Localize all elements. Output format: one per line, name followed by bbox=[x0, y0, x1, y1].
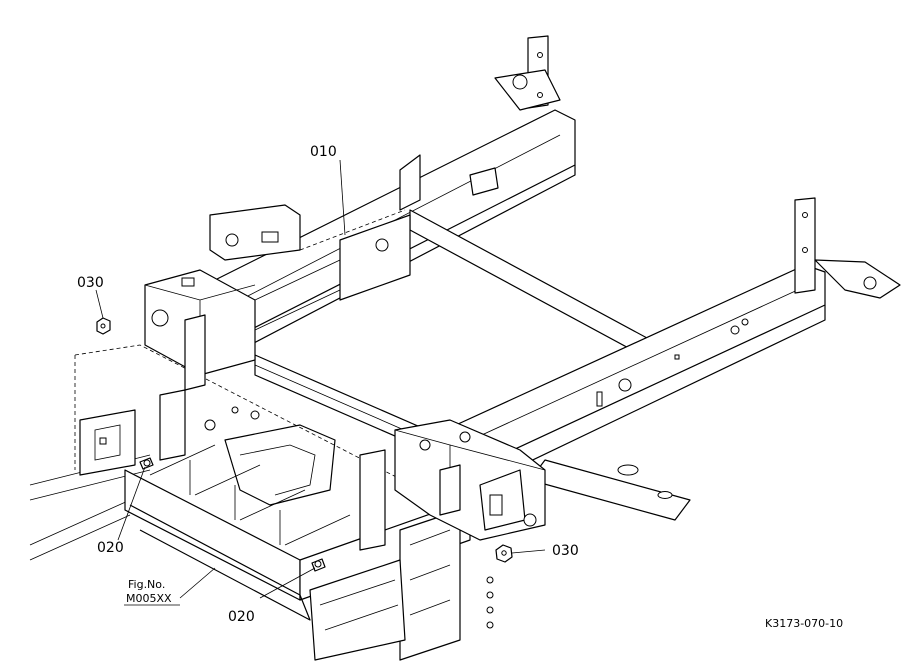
callout-030-left: 030 bbox=[77, 275, 104, 291]
callout-020-left: 020 bbox=[97, 540, 124, 556]
leader-lines bbox=[95, 159, 546, 599]
callout-010: 010 bbox=[310, 144, 337, 160]
fig-ref-line2: M005XX bbox=[126, 592, 172, 605]
nut-030-left bbox=[96, 317, 111, 335]
fig-ref-line1: Fig.No. bbox=[128, 578, 165, 591]
bolt-020-bottom bbox=[311, 558, 326, 572]
figure-reference: Fig.No. M005XX bbox=[124, 578, 180, 606]
bolt-020-left bbox=[139, 457, 154, 470]
nut-030-right bbox=[495, 544, 513, 563]
main-frame-010 bbox=[144, 35, 901, 541]
lower-chassis bbox=[29, 344, 494, 661]
callout-020-bottom: 020 bbox=[228, 609, 255, 625]
callout-030-right: 030 bbox=[552, 543, 579, 559]
drawing-code: K3173-070-10 bbox=[765, 617, 843, 630]
